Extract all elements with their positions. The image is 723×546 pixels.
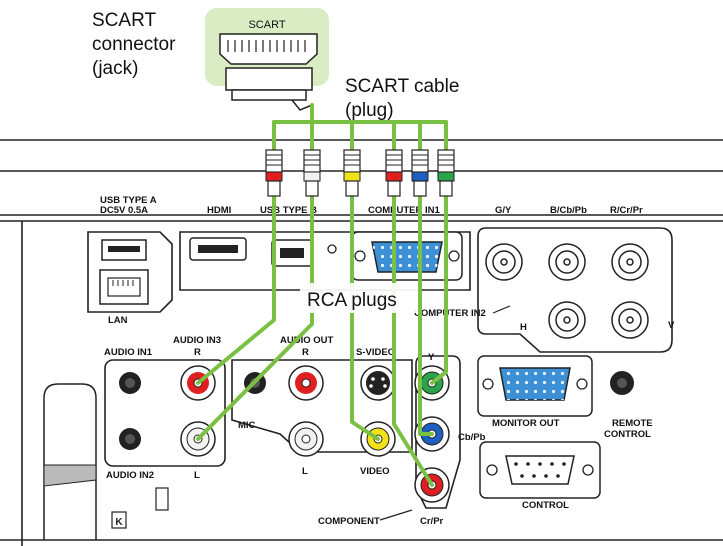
audio-out-r-label: R bbox=[302, 347, 309, 358]
kensington-lock-icon: K bbox=[111, 487, 169, 529]
scart-connector-callout-line1: SCART bbox=[92, 10, 156, 31]
computer-in2-block bbox=[477, 227, 673, 353]
remote-control-label-line2: CONTROL bbox=[604, 429, 651, 440]
scart-connector-jack: SCART bbox=[205, 8, 329, 86]
control-port bbox=[479, 441, 601, 499]
scart-connector-callout-line2: connector bbox=[92, 34, 176, 55]
scart-cable-callout-line1: SCART cable bbox=[345, 76, 459, 97]
usb-type-a-label-line1: USB TYPE A bbox=[100, 195, 157, 206]
computer-in1-vga-port bbox=[351, 231, 463, 281]
rca-plug-white-audio-left bbox=[303, 149, 321, 197]
remote-control-label-line1: REMOTE bbox=[612, 418, 653, 429]
lan-label: LAN bbox=[108, 315, 128, 326]
audio-out-l-label: L bbox=[302, 466, 308, 477]
usb-type-a-label-line2: DC5V 0.5A bbox=[100, 205, 148, 216]
hdmi-label: HDMI bbox=[207, 205, 231, 216]
component-label: COMPONENT bbox=[318, 516, 380, 527]
audio-in2-label: AUDIO IN2 bbox=[106, 470, 154, 481]
video-label: VIDEO bbox=[360, 466, 390, 477]
y-label: Y bbox=[428, 352, 435, 363]
scart-jack-label: SCART bbox=[248, 19, 285, 31]
rca-plugs-callout: RCA plugs bbox=[300, 283, 418, 313]
scart-cable-callout-line2: (plug) bbox=[345, 100, 394, 121]
remote-control-port bbox=[610, 371, 634, 395]
rca-plug-red-component-cr bbox=[385, 149, 403, 197]
scart-connector-callout-line3: (jack) bbox=[92, 58, 138, 79]
b-cb-pb-label: B/Cb/Pb bbox=[550, 205, 587, 216]
computer-in1-label: COMPUTER IN1 bbox=[368, 205, 441, 216]
cr-pr-label: Cr/Pr bbox=[420, 516, 444, 527]
projector-panel-outline bbox=[0, 139, 723, 546]
rca-plugs-label: RCA plugs bbox=[307, 290, 397, 311]
rca-plug-yellow-video bbox=[343, 149, 361, 197]
audio-in3-l-label: L bbox=[194, 470, 200, 481]
monitor-out-port bbox=[477, 355, 593, 417]
audio-out-video-block bbox=[231, 359, 413, 457]
svg-text:K: K bbox=[115, 517, 123, 528]
s-video-label: S-VIDEO bbox=[356, 347, 395, 358]
rca-plug-green-component-y bbox=[437, 149, 455, 197]
rca-plug-red-audio-right bbox=[265, 149, 283, 197]
audio-in1-label: AUDIO IN1 bbox=[104, 347, 153, 358]
g-y-label: G/Y bbox=[495, 205, 512, 216]
mic-label: MIC bbox=[238, 420, 256, 431]
usb-type-b-label: USB TYPE B bbox=[260, 205, 317, 216]
v-label: V bbox=[668, 320, 675, 331]
scart-cable-wires bbox=[196, 103, 448, 487]
scart-cable-plug bbox=[225, 67, 313, 111]
audio-out-label: AUDIO OUT bbox=[280, 335, 334, 346]
monitor-out-label: MONITOR OUT bbox=[492, 418, 560, 429]
rca-plug-blue-component-cb bbox=[411, 149, 429, 197]
audio-in3-r-label: R bbox=[194, 347, 201, 358]
audio-in3-label: AUDIO IN3 bbox=[173, 335, 221, 346]
h-label: H bbox=[520, 322, 527, 333]
usb-lan-block bbox=[87, 231, 173, 313]
control-label: CONTROL bbox=[522, 500, 569, 511]
hdmi-usbb-block bbox=[179, 231, 471, 291]
cb-pb-label: Cb/Pb bbox=[458, 432, 486, 443]
projector-stand bbox=[43, 383, 97, 540]
r-cr-pr-label: R/Cr/Pr bbox=[610, 205, 643, 216]
computer-in2-label: COMPUTER IN2 bbox=[414, 308, 486, 319]
